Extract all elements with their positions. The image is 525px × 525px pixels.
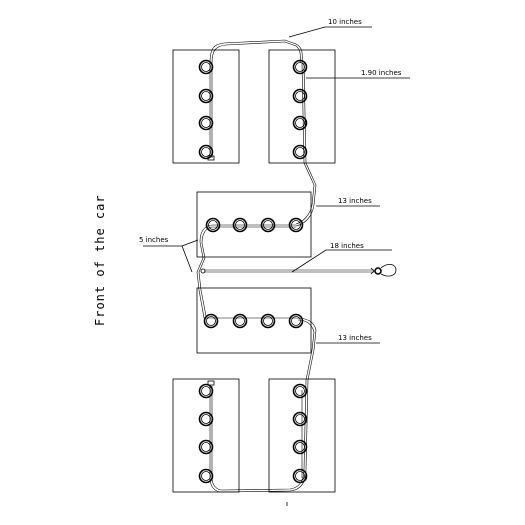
coil-top-left-2 [198,88,214,104]
terminal-tab-bottom [207,380,215,386]
coil-group [198,59,308,484]
coil-inner-bottom-left-4 [201,471,211,481]
coil-inner-bottom-right-4 [295,471,305,481]
coil-inner-middle-lower-4 [291,316,301,326]
coil-inner-bottom-right-1 [295,386,305,396]
label-upper-link: 13 inches [338,197,372,205]
coil-inner-middle-lower-1 [206,316,216,326]
coil-inner-top-right-2 [295,91,305,101]
module-middle-lower [196,287,312,354]
coil-inner-top-right-1 [295,62,305,72]
module-bottom-left [172,378,240,493]
label-top-wire: 10 inches [328,18,362,26]
coil-bottom-left-4 [198,468,214,484]
coil-bottom-right-1 [292,383,308,399]
label-lower-link: 13 inches [338,334,372,342]
module-bottom-right [268,378,336,493]
coil-bottom-right-2 [292,411,308,427]
terminal-tab-top [207,155,215,161]
coil-top-right-3 [292,115,308,131]
coil-inner-top-left-3 [201,118,211,128]
coil-middle-lower-1 [203,313,219,329]
label-left-gap: 5 inches [139,236,169,244]
module-middle-upper [196,191,312,258]
coil-top-right-4 [292,144,308,160]
coil-top-left-4 [198,144,214,160]
coil-top-right-2 [292,88,308,104]
leader-lines [143,26,410,344]
lead-wire [200,264,397,277]
coil-inner-middle-lower-2 [235,316,245,326]
plug-icon [374,267,382,275]
module-top-right [268,49,336,164]
wiring [196,39,317,493]
label-vertical-spacing: 1.90 inches [361,69,402,77]
label-lead: 18 inches [330,242,364,250]
coil-top-left-1 [198,59,214,75]
coil-bottom-left-2 [198,411,214,427]
module-top-left [172,49,240,164]
coil-inner-bottom-left-1 [201,386,211,396]
coil-middle-lower-4 [288,313,304,329]
coil-inner-bottom-left-3 [201,442,211,452]
coil-inner-middle-lower-3 [263,316,273,326]
coil-bottom-left-1 [198,383,214,399]
coil-inner-bottom-left-2 [201,414,211,424]
coil-top-left-3 [198,115,214,131]
coil-inner-top-left-1 [201,62,211,72]
coil-middle-lower-3 [260,313,276,329]
label-front-of-car: Front of the car [93,194,107,326]
coil-inner-top-left-2 [201,91,211,101]
coil-inner-top-left-4 [201,147,211,157]
coil-bottom-right-4 [292,468,308,484]
coil-inner-bottom-right-2 [295,414,305,424]
coil-inner-bottom-right-3 [295,442,305,452]
coil-bottom-left-3 [198,439,214,455]
coil-inner-top-right-4 [295,147,305,157]
coil-inner-top-right-3 [295,118,305,128]
coil-middle-lower-2 [232,313,248,329]
